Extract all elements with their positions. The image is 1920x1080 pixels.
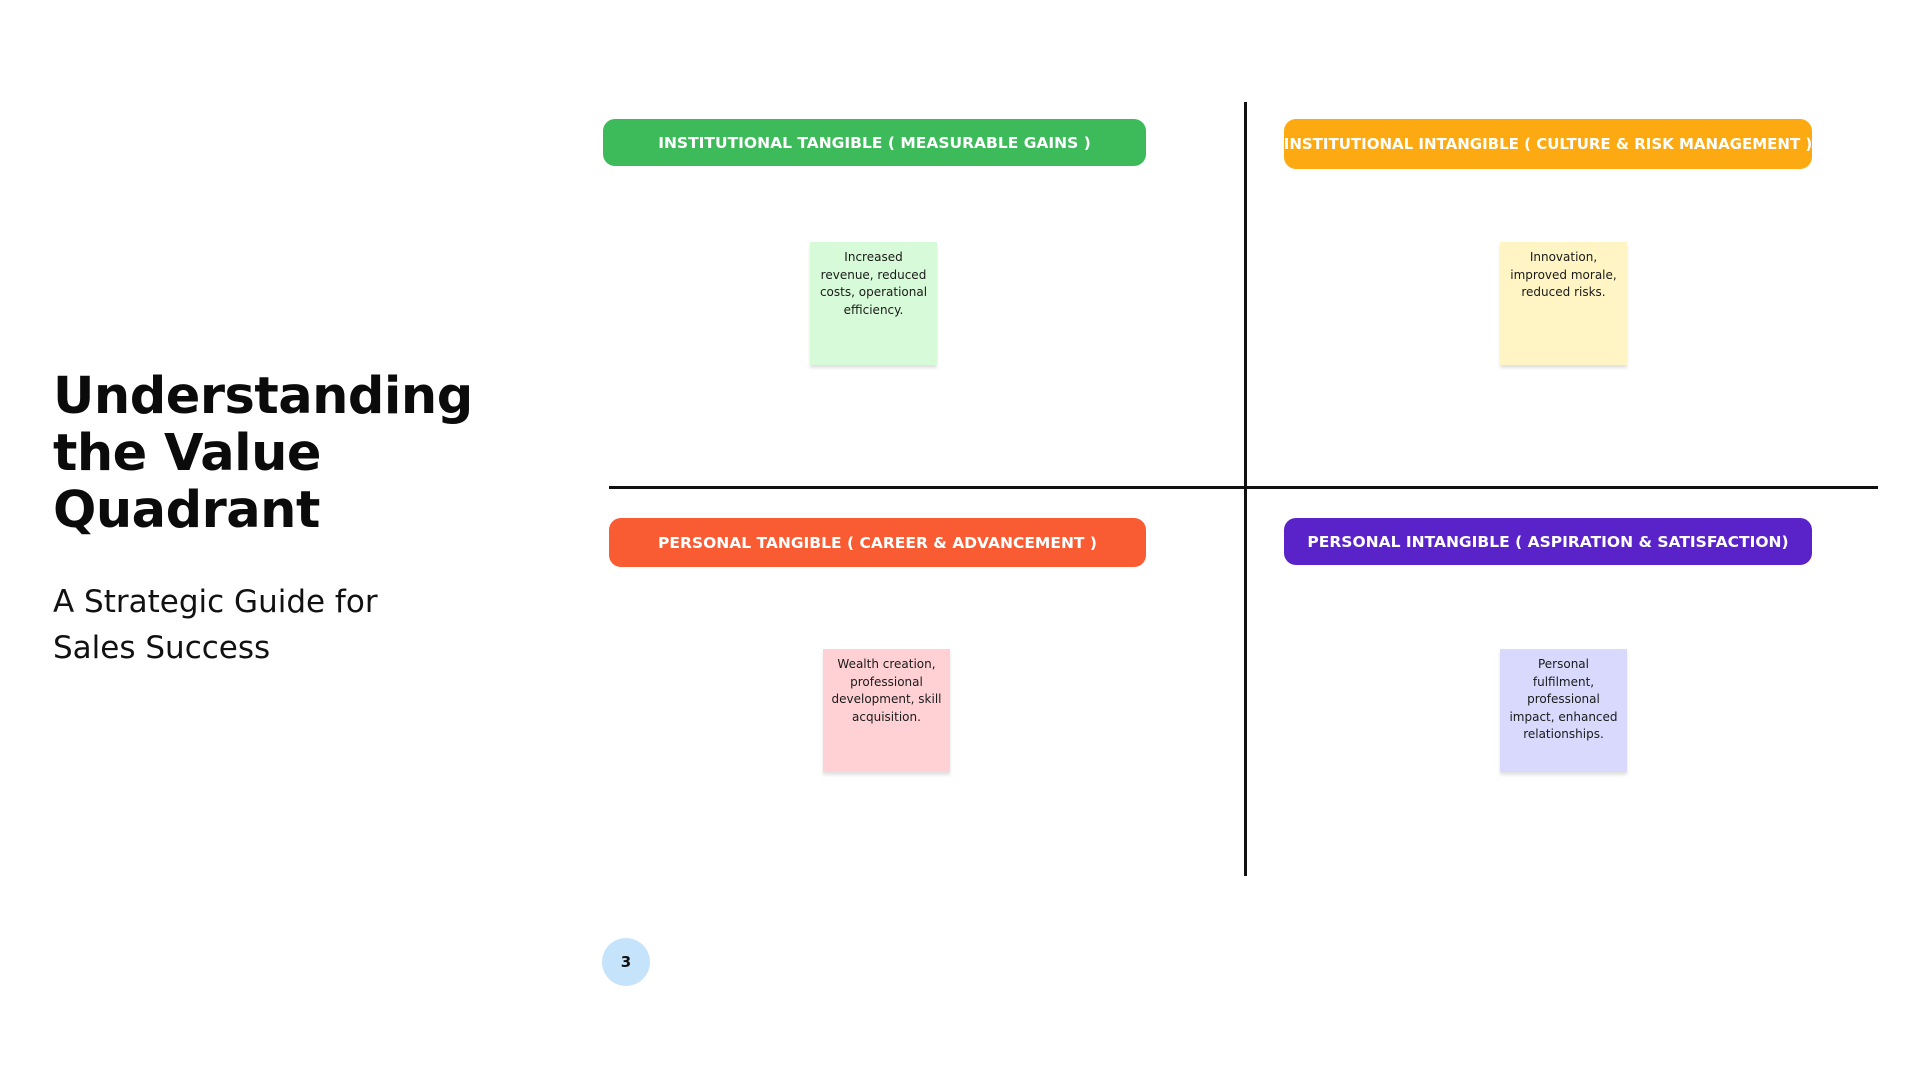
sticky-note-institutional-tangible: Increased revenue, reduced costs, operat… <box>810 242 937 365</box>
sticky-note-institutional-intangible: Innovation, improved morale, reduced ris… <box>1500 242 1627 365</box>
quadrant-label-personal-tangible: PERSONAL TANGIBLE ( CAREER & ADVANCEMENT… <box>609 518 1146 567</box>
slide-subtitle: A Strategic Guide for Sales Success <box>53 584 378 666</box>
quadrant-label-institutional-tangible: INSTITUTIONAL TANGIBLE ( MEASURABLE GAIN… <box>603 119 1146 166</box>
slide-title: Understanding the Value Quadrant <box>53 367 473 540</box>
quadrant-label-personal-intangible: PERSONAL INTANGIBLE ( ASPIRATION & SATIS… <box>1284 518 1812 565</box>
horizontal-axis-line <box>609 486 1878 489</box>
page-number-badge: 3 <box>602 938 650 986</box>
sticky-note-personal-intangible: Personal fulfilment, professional impact… <box>1500 649 1627 772</box>
quadrant-label-institutional-intangible: INSTITUTIONAL INTANGIBLE ( CULTURE & RIS… <box>1284 119 1812 169</box>
vertical-axis-line <box>1244 102 1247 876</box>
sticky-note-personal-tangible: Wealth creation, professional developmen… <box>823 649 950 772</box>
